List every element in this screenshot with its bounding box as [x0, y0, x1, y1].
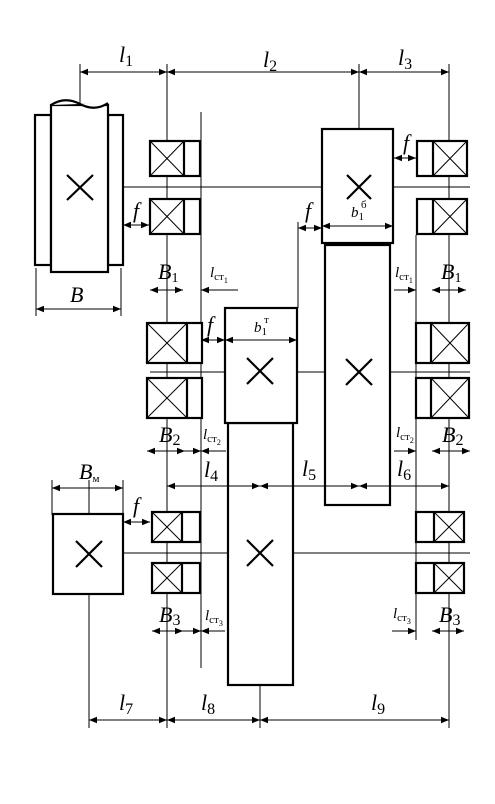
label-lst1-right: lст1 — [395, 265, 413, 285]
label-B1-left: B1 — [158, 259, 178, 286]
coupling — [51, 512, 125, 596]
label-lst1-left: lст1 — [210, 265, 228, 285]
dimension-lines — [36, 68, 470, 724]
drive-pulley — [33, 99, 125, 274]
bearing-symbol — [148, 139, 202, 178]
label-f4: f — [207, 312, 216, 337]
bearings — [145, 139, 471, 595]
label-l7: l7 — [119, 690, 133, 718]
label-l1: l1 — [119, 42, 133, 70]
label-l3: l3 — [398, 45, 412, 73]
label-lst3-right: lст3 — [393, 606, 411, 626]
label-f3: f — [403, 130, 412, 155]
label-l4: l4 — [204, 457, 218, 485]
bearing-symbol — [414, 561, 466, 595]
label-B3-right: B3 — [439, 602, 460, 629]
bearing-symbol — [150, 510, 202, 544]
label-B2-left: B2 — [159, 422, 180, 449]
bearing-symbol — [414, 376, 471, 420]
label-Bm: Bм — [79, 459, 99, 485]
bearing-symbol — [415, 197, 469, 236]
label-l2: l2 — [263, 47, 277, 75]
bearing-symbol — [414, 321, 471, 365]
bearing-symbol — [145, 376, 204, 420]
bearing-symbol — [415, 139, 469, 178]
label-l8: l8 — [201, 690, 215, 718]
label-lst2-left: lст2 — [203, 427, 221, 447]
label-b1b: b1б — [351, 199, 367, 223]
label-l5: l5 — [302, 456, 316, 484]
shaft-lines — [122, 186, 470, 554]
label-B3-left: B3 — [159, 602, 180, 629]
label-B2-right: B2 — [442, 422, 463, 449]
label-lst3-left: lст3 — [205, 608, 223, 628]
label-lst2-right: lст2 — [396, 425, 414, 445]
gear-b1t — [223, 306, 299, 425]
label-b1t: b1т — [254, 314, 269, 338]
label-f2: f — [305, 198, 314, 223]
label-B: B — [70, 282, 83, 307]
label-l9: l9 — [371, 690, 385, 718]
label-f1: f — [133, 198, 142, 223]
gear-large-mid — [323, 243, 392, 507]
label-l6: l6 — [397, 456, 411, 484]
bearing-symbol — [150, 561, 202, 595]
gear-large-low — [226, 421, 295, 687]
dimension-labels: l1 l2 l3 B f f f f f b1б b1т B1 lст1 lст… — [70, 42, 463, 718]
bearing-symbol — [145, 321, 204, 365]
bearing-symbol — [148, 197, 202, 236]
bearing-symbol — [414, 510, 466, 544]
label-B1-right: B1 — [441, 259, 461, 286]
label-f5: f — [133, 493, 142, 518]
